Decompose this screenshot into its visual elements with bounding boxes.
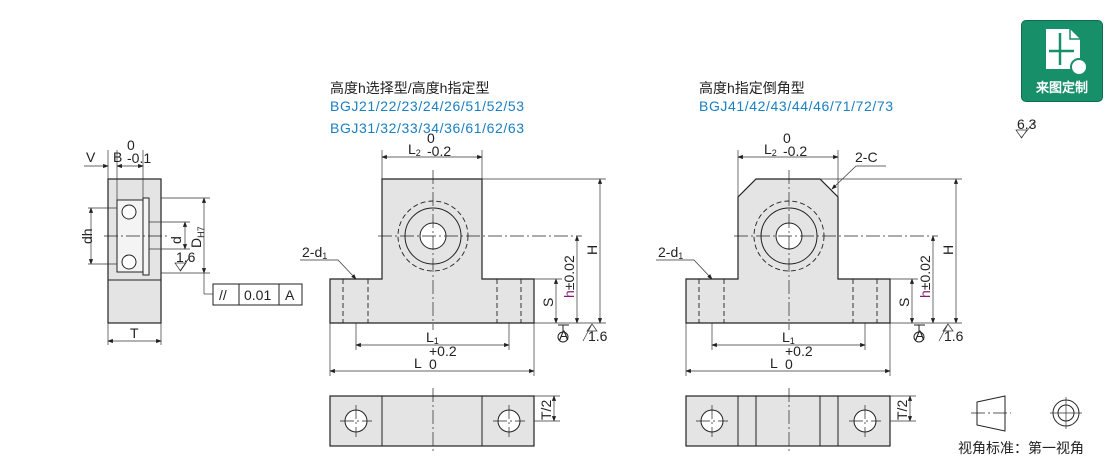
- dim-V: V: [86, 149, 96, 165]
- type2-models: BGJ41/42/43/44/46/71/72/73: [699, 98, 894, 114]
- view-standard-label: 视角标准：第一视角: [958, 440, 1084, 456]
- type1-title: 高度h选择型/高度h指定型: [330, 80, 490, 96]
- dim-L2-tol-upper: 0: [783, 130, 791, 146]
- dim-L2-tol-lower: -0.2: [427, 143, 451, 159]
- dim-h: h±0.02: [917, 255, 933, 298]
- dim-L-tol-upper: +0.2: [785, 343, 813, 359]
- dim-L2: L2: [408, 141, 421, 158]
- type1-front-view: L2 0 -0.2 2-d1 H h±0.02 S A 1.6 L1 L +0.…: [300, 130, 608, 376]
- dim-L2-tol-lower: -0.2: [783, 143, 807, 159]
- dim-H: H: [940, 245, 956, 255]
- dim-L-tol-lower: 0: [785, 356, 793, 372]
- type1-top-view: T/2: [329, 388, 560, 452]
- type1-models-2: BGJ31/32/33/34/36/61/62/63: [330, 120, 525, 136]
- type2-top-view: T/2: [685, 388, 916, 452]
- roughness-value: 6.3: [1017, 116, 1037, 132]
- geometric-tolerance-frame: // 0.01 A: [212, 283, 303, 306]
- dim-L2: L2: [764, 141, 777, 158]
- dim-L-tol-lower: 0: [429, 356, 437, 372]
- custom-drawing-button[interactable]: 来图定制: [1021, 20, 1103, 102]
- dim-L: L: [770, 355, 778, 371]
- roughness-value: 1.6: [176, 249, 196, 265]
- dim-d1: 2-d1: [658, 244, 683, 261]
- roughness-symbol-general: 6.3: [1015, 116, 1037, 139]
- dim-D: DH7: [188, 226, 206, 248]
- tolerance-symbol: //: [219, 287, 227, 303]
- dim-L1: L1: [426, 329, 439, 346]
- dim-d: d: [168, 236, 184, 244]
- dim-chamfer: 2-C: [855, 149, 878, 165]
- dim-S: S: [896, 298, 912, 307]
- dim-S: S: [540, 298, 556, 307]
- type1-models-1: BGJ21/22/23/24/26/51/52/53: [330, 98, 525, 114]
- datum-label: A: [559, 327, 569, 343]
- datum-label: A: [915, 327, 925, 343]
- dim-L2-tol-upper: 0: [427, 130, 435, 146]
- roughness-value: 1.6: [588, 328, 608, 344]
- dim-B: B: [113, 149, 122, 165]
- tolerance-datum: A: [285, 287, 295, 303]
- type2-title: 高度h指定倒角型: [699, 80, 805, 96]
- first-angle-projection-icon: [971, 395, 1082, 432]
- dim-T2: T/2: [894, 400, 910, 420]
- dim-B-tol-lower: -0.1: [127, 150, 151, 166]
- dim-L-tol-upper: +0.2: [429, 343, 457, 359]
- custom-drawing-icon: [1046, 29, 1088, 76]
- tolerance-value: 0.01: [244, 287, 271, 303]
- dim-T: T: [130, 325, 139, 341]
- roughness-value: 1.6: [944, 328, 964, 344]
- dim-dh: dh: [79, 228, 95, 244]
- custom-drawing-label: 来图定制: [1035, 80, 1088, 95]
- dim-B-tol-upper: 0: [127, 137, 135, 153]
- dim-h: h±0.02: [561, 255, 577, 298]
- type2-front-view: L2 0 -0.2 2-C 2-d1 H h±0.02 S A 1.6 L1 L…: [656, 130, 964, 376]
- dim-L: L: [414, 355, 422, 371]
- dim-H: H: [584, 245, 600, 255]
- dim-T2: T/2: [538, 400, 554, 420]
- side-view: V B 0 -0.1 dh d DH7 1.6 // 0.01 A T: [79, 137, 303, 345]
- dim-L1: L1: [782, 329, 795, 346]
- dim-d1: 2-d1: [302, 244, 327, 261]
